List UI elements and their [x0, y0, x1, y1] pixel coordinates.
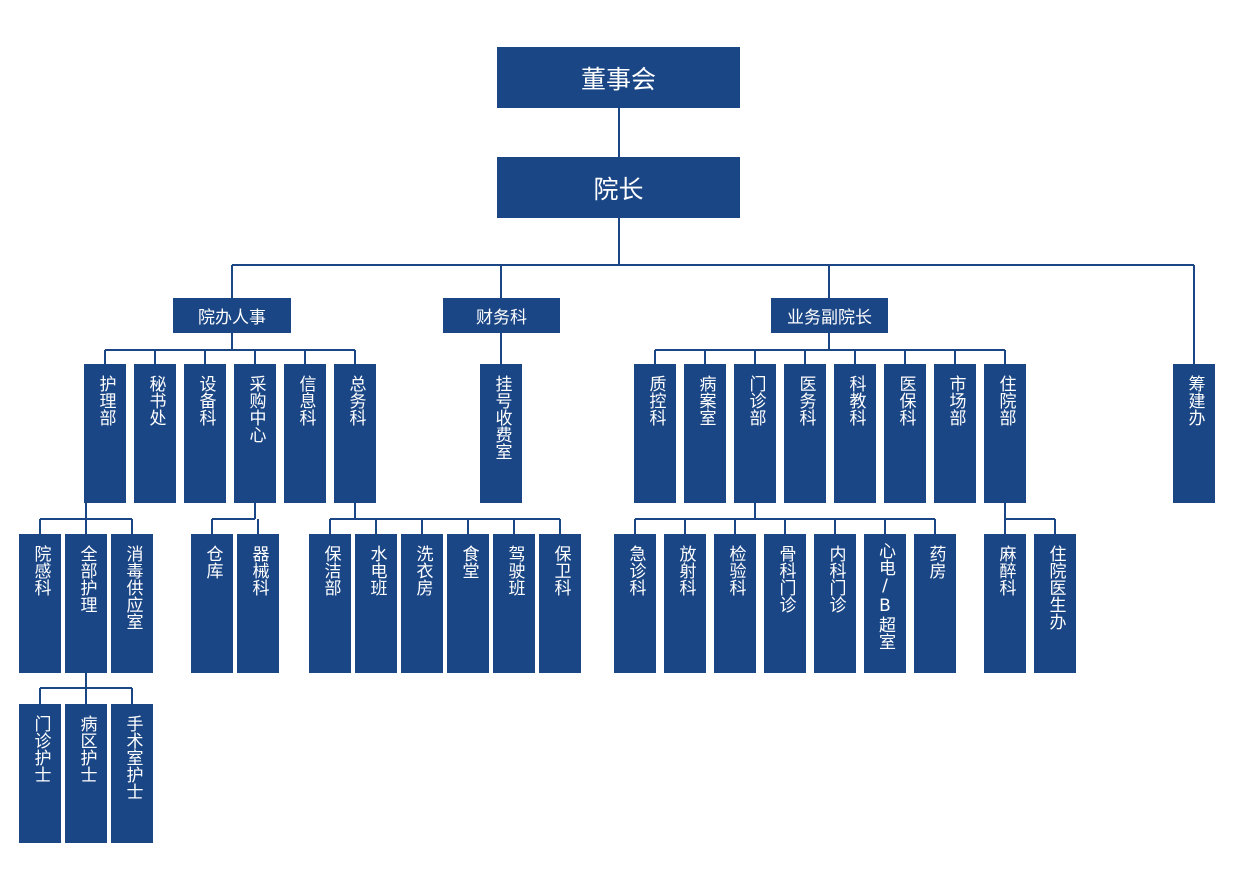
node-nursing-dept: 护理部	[84, 364, 126, 503]
node-canteen: 食堂	[447, 534, 489, 673]
node-construction: 筹建办	[1173, 364, 1215, 503]
node-outpatient-dept-label: 门诊部	[745, 375, 766, 426]
node-ecg-ultrasound: 心电/B超室	[864, 534, 906, 673]
node-inpatient-dept: 住院部	[984, 364, 1026, 503]
node-secretary-label: 秘书处	[145, 375, 166, 426]
node-outpatient-nurse: 门诊护士	[19, 704, 61, 843]
node-equipment: 设备科	[184, 364, 226, 503]
node-ward-nurse-label: 病区护士	[76, 715, 97, 783]
node-general-nursing-label: 全部护理	[76, 545, 97, 613]
node-ward-nurse: 病区护士	[65, 704, 107, 843]
node-warehouse-label: 仓库	[202, 545, 223, 579]
node-general-affairs-label: 总务科	[345, 375, 366, 426]
node-laboratory-label: 检验科	[725, 545, 746, 596]
node-orthopedic-clinic-label: 骨科门诊	[775, 545, 796, 613]
node-finance-label: 财务科	[476, 308, 527, 328]
node-security-label: 保卫科	[550, 545, 571, 596]
node-education-label: 科教科	[845, 375, 866, 426]
node-information: 信息科	[284, 364, 326, 503]
node-general-affairs: 总务科	[334, 364, 376, 503]
node-outpatient-nurse-label: 门诊护士	[30, 715, 51, 783]
node-general-nursing: 全部护理	[65, 534, 107, 673]
node-canteen-label: 食堂	[458, 545, 479, 579]
node-finance: 财务科	[443, 298, 560, 333]
node-laboratory: 检验科	[714, 534, 756, 673]
node-registration: 挂号收费室	[480, 364, 522, 503]
node-orthopedic-clinic: 骨科门诊	[764, 534, 806, 673]
node-medical-affairs: 医务科	[784, 364, 826, 503]
node-pharmacy-label: 药房	[925, 545, 946, 579]
node-emergency-label: 急诊科	[625, 545, 646, 596]
node-sterilization-label: 消毒供应室	[122, 545, 143, 630]
node-anesthesia-label: 麻醉科	[995, 545, 1016, 596]
node-ecg-ultrasound-label: 心电/B超室	[875, 542, 895, 650]
node-internal-clinic-label: 内科门诊	[825, 545, 846, 613]
node-laundry-label: 洗衣房	[412, 545, 433, 596]
node-utilities: 水电班	[355, 534, 397, 673]
node-admin-hr: 院办人事	[173, 298, 291, 333]
node-instruments: 器械科	[237, 534, 279, 673]
node-procurement-label: 采购中心	[245, 375, 266, 443]
node-medical-records: 病案室	[684, 364, 726, 503]
node-registration-label: 挂号收费室	[491, 375, 512, 460]
node-sterilization: 消毒供应室	[111, 534, 153, 673]
node-or-nurse: 手术室护士	[111, 704, 153, 843]
node-resident-doctor-office-label: 住院医生办	[1045, 545, 1066, 630]
node-radiology: 放射科	[664, 534, 706, 673]
node-instruments-label: 器械科	[248, 545, 269, 596]
node-anesthesia: 麻醉科	[984, 534, 1026, 673]
node-emergency: 急诊科	[614, 534, 656, 673]
node-president-label: 院长	[593, 174, 644, 204]
node-cleaning: 保洁部	[309, 534, 351, 673]
node-infection-control: 院感科	[19, 534, 61, 673]
node-internal-clinic: 内科门诊	[814, 534, 856, 673]
node-board: 董事会	[497, 47, 740, 108]
node-laundry: 洗衣房	[401, 534, 443, 673]
node-medical-insurance-label: 医保科	[895, 375, 916, 426]
node-medical-records-label: 病案室	[695, 375, 716, 426]
node-education: 科教科	[834, 364, 876, 503]
node-cleaning-label: 保洁部	[320, 545, 341, 596]
node-medical-insurance: 医保科	[884, 364, 926, 503]
node-infection-control-label: 院感科	[30, 545, 51, 596]
node-medical-affairs-label: 医务科	[795, 375, 816, 426]
node-president: 院长	[497, 157, 740, 218]
node-vp-business-label: 业务副院长	[787, 308, 872, 328]
node-outpatient-dept: 门诊部	[734, 364, 776, 503]
node-or-nurse-label: 手术室护士	[122, 715, 143, 800]
node-equipment-label: 设备科	[195, 375, 216, 426]
node-secretary: 秘书处	[134, 364, 176, 503]
node-drivers-label: 驾驶班	[504, 545, 525, 596]
node-inpatient-dept-label: 住院部	[995, 375, 1016, 426]
node-nursing-dept-label: 护理部	[95, 375, 116, 426]
node-resident-doctor-office: 住院医生办	[1034, 534, 1076, 673]
node-marketing-label: 市场部	[945, 375, 966, 426]
node-procurement: 采购中心	[234, 364, 276, 503]
node-radiology-label: 放射科	[675, 545, 696, 596]
node-quality-control-label: 质控科	[645, 375, 666, 426]
node-security: 保卫科	[539, 534, 581, 673]
node-pharmacy: 药房	[914, 534, 956, 673]
node-vp-business: 业务副院长	[771, 298, 888, 333]
node-drivers: 驾驶班	[493, 534, 535, 673]
node-quality-control: 质控科	[634, 364, 676, 503]
node-board-label: 董事会	[580, 64, 656, 94]
node-utilities-label: 水电班	[366, 545, 387, 596]
node-marketing: 市场部	[934, 364, 976, 503]
node-construction-label: 筹建办	[1184, 375, 1205, 426]
node-information-label: 信息科	[295, 375, 316, 426]
node-warehouse: 仓库	[191, 534, 233, 673]
node-admin-hr-label: 院办人事	[198, 308, 266, 328]
